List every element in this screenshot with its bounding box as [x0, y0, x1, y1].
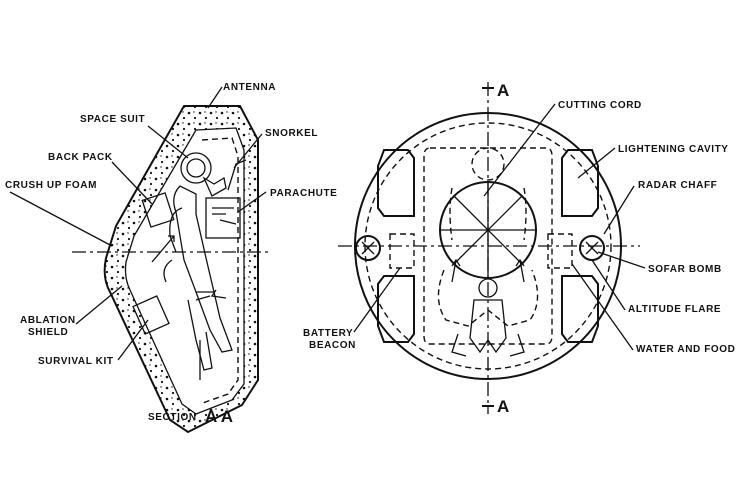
leader-survival-kit [117, 319, 149, 361]
leader-antenna [207, 86, 223, 109]
lightening-cavity-left-top [377, 149, 415, 217]
snorkel-tube [227, 159, 247, 191]
astronaut-figure [163, 152, 233, 371]
water-food-box [547, 233, 573, 269]
label-beacon: BEACON [309, 340, 356, 351]
section-aa-view: ANTENNA SPACE SUIT SNORKEL BACK PACK CRU… [5, 82, 337, 434]
label-shield: SHIELD [28, 327, 68, 338]
label-space-suit: SPACE SUIT [80, 114, 145, 125]
leader-back-pack [111, 161, 153, 205]
sofar-bomb-cross [585, 241, 599, 255]
battery-beacon-box [389, 233, 415, 269]
label-back-pack: BACK PACK [48, 152, 113, 163]
label-ablation: ABLATION [20, 315, 76, 326]
inner-hull [423, 147, 553, 345]
section-caption-letters: A A [205, 407, 233, 426]
cutting-cord-lines [440, 182, 536, 278]
left-flare-cross [361, 241, 375, 255]
label-altitude-flare: ALTITUDE FLARE [628, 304, 721, 315]
label-survival-kit: SURVIVAL KIT [38, 356, 114, 367]
leader-cutting-cord [483, 103, 556, 197]
arrow-left [451, 258, 461, 283]
leader-ablation-shield [75, 285, 123, 325]
lightening-cavity-right-bottom [561, 275, 599, 343]
label-radar-chaff: RADAR CHAFF [638, 180, 717, 191]
leader-snorkel [233, 133, 263, 169]
label-antenna: ANTENNA [223, 82, 276, 93]
label-snorkel: SNORKEL [265, 128, 318, 139]
lightening-cavity-left-bottom [377, 275, 415, 343]
leader-parachute [237, 191, 267, 213]
section-ticks [482, 87, 494, 407]
section-mark-top: A [497, 81, 509, 100]
leader-space-suit [147, 125, 189, 159]
label-parachute: PARACHUTE [270, 188, 337, 199]
leader-crush-up-foam [9, 191, 113, 247]
label-lightening-cavity: LIGHTENING CAVITY [618, 144, 729, 155]
survival-kit-box [132, 295, 170, 335]
section-mark-bottom: A [497, 397, 509, 416]
arrow-right [515, 258, 525, 283]
label-crush-up-foam: CRUSH UP FOAM [5, 180, 97, 191]
leader-sofar-bomb [597, 251, 646, 269]
label-water-and-food: WATER AND FOOD [636, 344, 736, 355]
crush-foam-region [104, 106, 259, 432]
seat-figure [451, 278, 525, 357]
label-battery: BATTERY [303, 328, 353, 339]
leader-altitude-flare [591, 259, 626, 311]
inner-shell-outline [124, 127, 245, 415]
ablation-shield-outline [103, 105, 259, 434]
label-sofar-bomb: SOFAR BOMB [648, 264, 722, 275]
leader-radar-chaff [603, 185, 635, 235]
label-cutting-cord: CUTTING CORD [558, 100, 642, 111]
inner-liner [199, 137, 239, 405]
vent-arrow-1 [151, 235, 175, 263]
left-flare-housing [355, 235, 381, 261]
parachute-pack [205, 197, 241, 239]
back-pack [141, 192, 175, 228]
leader-battery-beacon [353, 267, 401, 333]
leader-lightening-cavity [577, 147, 616, 179]
vent-arrow-2 [195, 289, 227, 301]
section-caption-prefix: SECTION [148, 412, 197, 423]
lightening-cavity-right-top [561, 149, 599, 217]
parachute-detail [212, 207, 237, 225]
leader-water-and-food [571, 263, 634, 351]
top-view: A A CUTTING CORD LIGHTENING CAVITY RADAR… [303, 81, 736, 416]
